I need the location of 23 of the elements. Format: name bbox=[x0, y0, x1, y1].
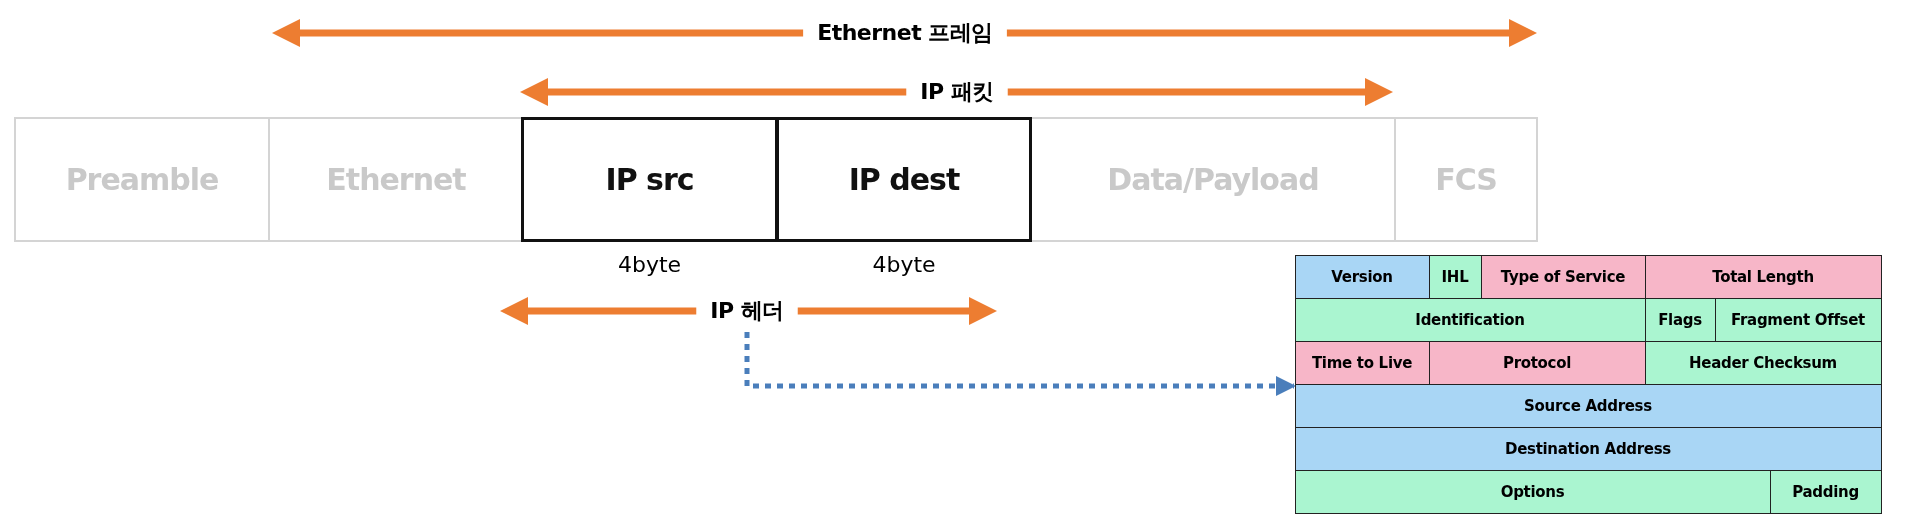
table-cell: Flags bbox=[1644, 297, 1716, 342]
frame-field-box: IP src bbox=[521, 117, 778, 242]
ip-header-table bbox=[1295, 255, 1882, 513]
table-cell: Time to Live bbox=[1294, 340, 1430, 385]
table-cell: Header Checksum bbox=[1644, 340, 1882, 385]
table-cell: Fragment Offset bbox=[1714, 297, 1882, 342]
table-cell: IHL bbox=[1428, 254, 1482, 299]
span-label: Ethernet 프레임 bbox=[817, 19, 993, 47]
table-cell: Identification bbox=[1294, 297, 1646, 342]
table-cell: Padding bbox=[1769, 469, 1882, 514]
header-label: IP 헤더 bbox=[710, 296, 784, 326]
table-cell: Source Address bbox=[1294, 383, 1882, 428]
size-label: 4byte bbox=[617, 251, 682, 277]
connector-arrow bbox=[744, 332, 1296, 396]
table-cell: Destination Address bbox=[1294, 426, 1882, 471]
table-cell: Total Length bbox=[1644, 254, 1882, 299]
size-label: 4byte bbox=[872, 251, 936, 277]
table-cell: Version bbox=[1294, 254, 1430, 299]
span-label: IP 패킷 bbox=[920, 78, 994, 106]
table-cell: Type of Service bbox=[1480, 254, 1646, 299]
table-cell: Options bbox=[1294, 469, 1771, 514]
table-cell: Protocol bbox=[1428, 340, 1646, 385]
frame-field-box: IP dest bbox=[776, 117, 1032, 242]
